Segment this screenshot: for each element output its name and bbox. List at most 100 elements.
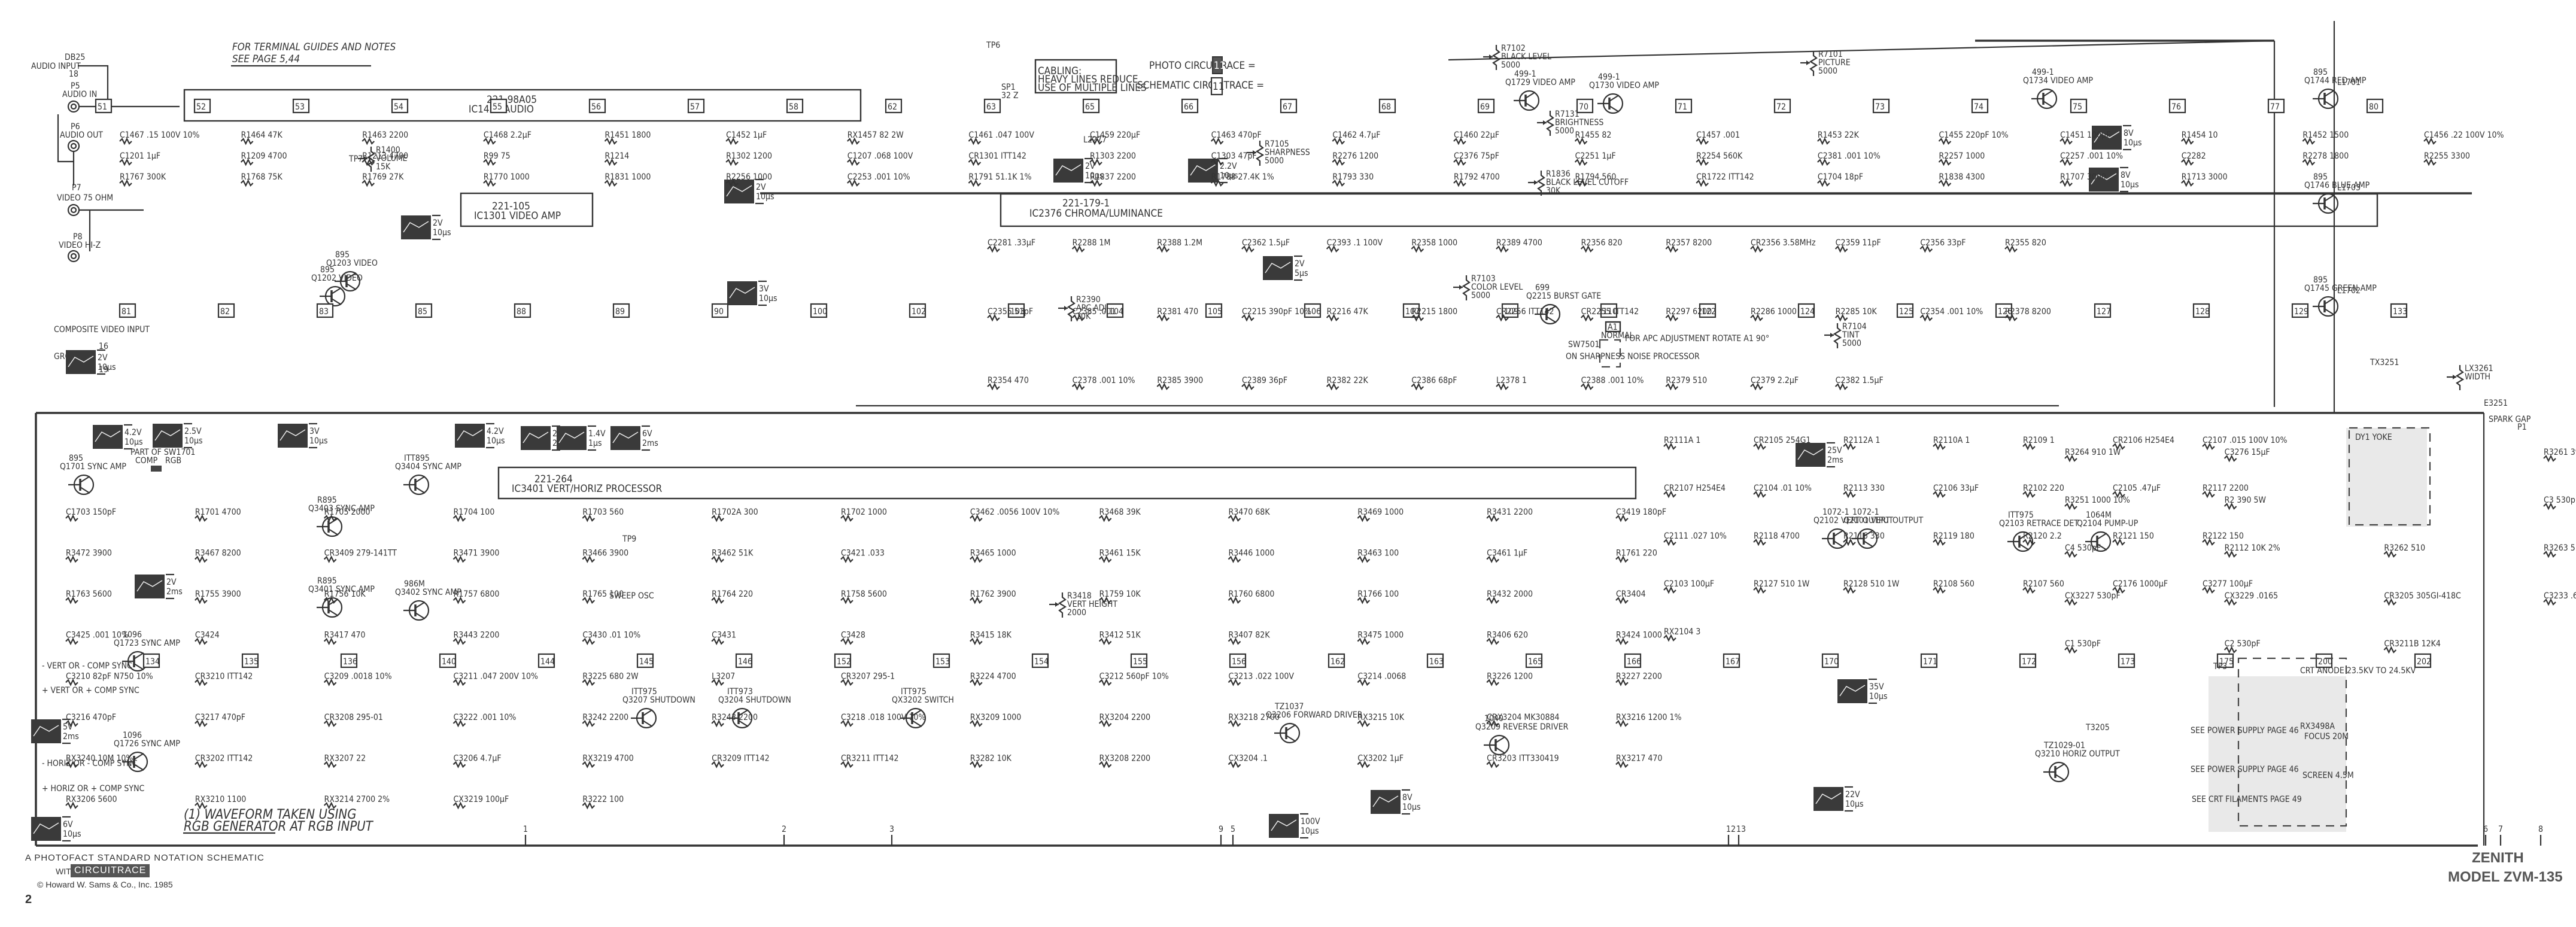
component-label: C2107 .015 100V 10% — [2203, 436, 2288, 445]
component-label: R1761 220 — [1616, 549, 1657, 558]
circuitrace-number: 83 — [319, 307, 329, 317]
control-value: 5000 — [1842, 339, 1861, 348]
component-label: R3465 1000 — [970, 549, 1016, 558]
component-label: C3218 .018 100V 10% — [841, 713, 926, 722]
circuitrace-153: 153 — [932, 653, 950, 668]
component-label: C1457 .001 — [1696, 130, 1740, 140]
component-label: R3431 2200 — [1487, 507, 1533, 517]
component-r1768: R1768 75K — [240, 172, 282, 187]
component-label: R2255 3300 — [2424, 151, 2470, 161]
component-label: L3207 — [712, 671, 735, 681]
circuitrace-number: 134 — [145, 657, 160, 667]
circuitrace-152: 152 — [834, 653, 852, 668]
transistor-part: ITT975 — [2008, 510, 2034, 520]
component-label: R3432 2000 — [1487, 589, 1533, 599]
component-r3251: R3251 1000 10% — [2064, 496, 2130, 510]
waveform-note-line1: (1) WAVEFORM TAKEN USING — [184, 807, 357, 822]
component-r3471: R3471 3900 — [452, 549, 499, 564]
component-r2: R2 390 5W — [2223, 496, 2266, 510]
component-label: R3463 100 — [1357, 549, 1399, 558]
component-rx3210: RX3210 1100 — [195, 795, 246, 810]
maker-label: ZENITH — [2472, 850, 2524, 866]
a1-switch[interactable] — [1599, 339, 1621, 368]
audio-out-jack[interactable] — [67, 139, 80, 153]
circuitrace-number: 163 — [1429, 657, 1444, 667]
circuitrace-number: 109 — [1504, 307, 1518, 317]
component-c2389: C2389 36pF — [1241, 376, 1287, 391]
component-c2359: C2359 11pF — [1834, 238, 1881, 253]
component-c2: C2 530pF — [2223, 639, 2261, 654]
component-r3443: R3443 2200 — [452, 631, 499, 646]
transistor-part: 1072-1 — [1822, 507, 1849, 517]
video-75-jack[interactable] — [67, 203, 80, 217]
component-c2381: C2381 .001 10% — [1817, 151, 1881, 166]
circuitrace-number: 165 — [1528, 657, 1542, 667]
scope-time: 10µs — [1220, 171, 1238, 181]
component-label: R3407 82K — [1229, 631, 1271, 640]
component-label: C3213 .022 100V — [1229, 671, 1295, 681]
component-label: R3222 100 — [582, 795, 624, 804]
component-c1704: C1704 18pF — [1817, 172, 1863, 187]
scope-volts: 35V — [1869, 682, 1884, 692]
waveform-note: (1) WAVEFORM TAKEN USING RGB GENERATOR A… — [183, 807, 374, 834]
pin-number: 5 — [1231, 825, 1235, 834]
component-label: C2378 .001 10% — [1073, 376, 1135, 385]
see-power-supply-1: SEE POWER SUPPLY PAGE 46 — [2191, 726, 2299, 735]
video-hiz-jack[interactable] — [67, 250, 80, 263]
component-rx2104: RX2104 3 — [1663, 627, 1700, 642]
control-name: BLACK LEVEL — [1501, 52, 1551, 62]
component-r2127: R2127 510 1W — [1753, 579, 1810, 594]
circuitrace-175: 175 — [2216, 653, 2234, 668]
circuitrace-number: 63 — [986, 102, 996, 112]
control-ref: R7131 — [1555, 110, 1579, 119]
circuitrace-legend: PHOTO CIRCUITRACE = 11 SCHEMATIC CIRCUIT… — [1137, 56, 1264, 96]
circuitrace-number: 133 — [2393, 307, 2407, 317]
component-r1214: R1214 — [604, 151, 629, 166]
component-r3468: R3468 39K — [1098, 507, 1141, 522]
ic1301-video-amp: 221-105 IC1301 VIDEO AMP — [460, 192, 594, 227]
component-label: CX3202 1µF — [1357, 753, 1404, 763]
transistor-name: Q1202 VIDEO — [311, 273, 363, 283]
component-label: R2385 3900 — [1157, 376, 1203, 385]
transistor-part: TZ1037 — [1274, 702, 1304, 712]
l1703-label: L1703 — [2337, 183, 2361, 193]
component-r1793: R1793 330 — [1332, 172, 1374, 187]
circuitrace-number: 73 — [1875, 102, 1885, 112]
component-label: C2215 390pF 10% — [1242, 307, 1311, 317]
transistor-name: Q3403 SYNC AMP — [308, 504, 375, 513]
component-label: C1303 47pF — [1211, 151, 1257, 161]
audio-in-jack[interactable] — [67, 100, 80, 113]
circuitrace-number: 122 — [1702, 307, 1716, 317]
component-r3224: R3224 4700 — [970, 671, 1016, 686]
pin16-label: 16 — [99, 342, 108, 351]
transistor-name: Q3207 SHUTDOWN — [622, 695, 695, 705]
pin-1: 1 — [523, 825, 528, 846]
component-label: R2107 560 — [2023, 579, 2064, 589]
terminal-note-line2: SEE PAGE 5,44 — [232, 53, 300, 65]
component-r1794: R1794 560 — [1574, 172, 1616, 187]
component-r1463: R1463 2200 — [362, 130, 408, 145]
part-sw1701-label: PART OF SW1701 — [130, 448, 195, 457]
component-cr2255: CR2255 ITT142 — [1580, 307, 1639, 322]
pin-number: 12 — [1726, 825, 1736, 834]
scope-volts: 2V — [98, 353, 108, 363]
spark-gap-label: SPARK GAP — [2489, 415, 2531, 424]
sw1701-toggle[interactable] — [151, 466, 162, 472]
component-label: C2176 1000µF — [2113, 579, 2168, 589]
circuitrace-124: 124 — [1797, 303, 1815, 318]
